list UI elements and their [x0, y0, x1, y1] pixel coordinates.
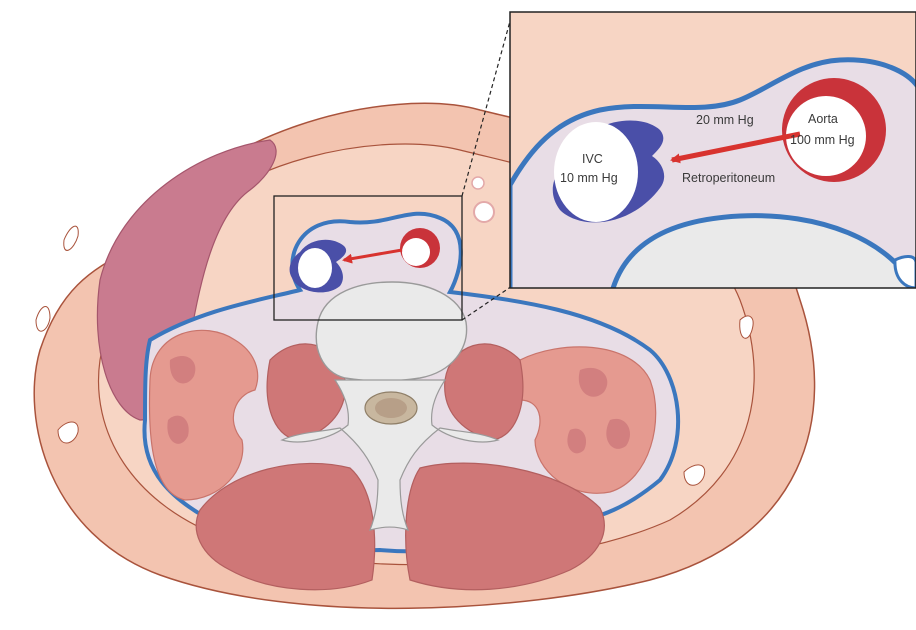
rib-left-1 — [64, 226, 78, 250]
label-ivc: IVC — [582, 152, 603, 166]
rib-left-2 — [36, 306, 50, 331]
label-pressure-gradient: 20 mm Hg — [696, 113, 754, 127]
inset-magnified-view — [510, 12, 916, 300]
label-ivc-pressure: 10 mm Hg — [560, 171, 618, 185]
vertebral-body — [316, 282, 466, 381]
small-vessel-1 — [472, 177, 484, 189]
label-aorta: Aorta — [808, 112, 838, 126]
spinal-cord — [375, 398, 407, 418]
label-aorta-pressure: 100 mm Hg — [790, 133, 855, 147]
ivc-lumen-main — [298, 248, 332, 288]
aorta-lumen-main — [402, 238, 430, 266]
label-retroperitoneum: Retroperitoneum — [682, 171, 775, 185]
small-vessel-2 — [474, 202, 494, 222]
